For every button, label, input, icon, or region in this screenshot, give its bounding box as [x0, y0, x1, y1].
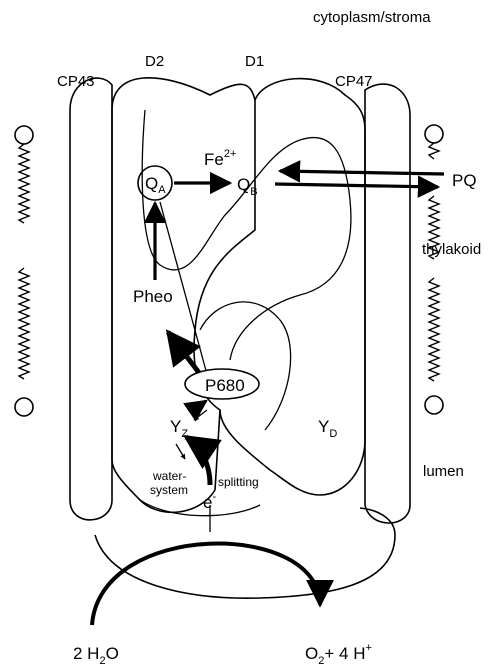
- region-label-stroma: cytoplasm/stroma: [313, 9, 431, 26]
- inner-contour-base: [140, 500, 260, 516]
- label-o2-4h: O2+ 4 H+: [305, 642, 372, 667]
- label-yz: YZ: [170, 417, 188, 440]
- region-label-lumen: lumen: [423, 463, 464, 480]
- label-cp43: CP43: [57, 73, 95, 90]
- lipid-chain-right-lower: [429, 278, 439, 381]
- label-cp47: CP47: [335, 73, 373, 90]
- lipid-head-top-right: [425, 125, 443, 143]
- lumen-base-outline: [95, 508, 395, 598]
- region-label-thylakoid: thylakoid: [422, 241, 481, 258]
- lipid-head-bottom-right: [425, 396, 443, 414]
- label-pheo: Pheo: [133, 287, 173, 306]
- arrow-qb-to-pq: [275, 184, 438, 187]
- label-h2o: 2 H2O: [73, 644, 119, 667]
- arrow-electron-to-yz: [186, 437, 210, 485]
- cp47-subunit: [365, 84, 410, 523]
- label-water: water-: [152, 469, 186, 483]
- label-fe: Fe2+: [204, 148, 236, 169]
- d1-subunit: [220, 79, 365, 495]
- inner-contour-lower: [200, 302, 291, 430]
- lipid-chain-right-upper: [429, 143, 439, 159]
- label-d1: D1: [245, 53, 264, 70]
- lipid-chain-left-lower: [19, 268, 29, 379]
- lipid-head-top-left: [15, 126, 33, 144]
- label-electron: e-: [203, 491, 216, 512]
- arrow-pq-to-qb: [280, 171, 444, 174]
- label-qa: QA: [145, 174, 166, 196]
- label-d2: D2: [145, 53, 164, 70]
- cp43-subunit: [70, 78, 112, 520]
- lipid-head-bottom-left: [15, 398, 33, 416]
- label-p680: P680: [205, 376, 245, 395]
- arrow-yz-to-p680: [190, 401, 206, 412]
- arrow-yz-to-watersystem: [176, 444, 185, 459]
- label-pq: PQ: [452, 171, 477, 190]
- lipid-chain-left-upper: [19, 144, 29, 223]
- arrow-p680-to-yz-thin: [194, 410, 207, 420]
- label-system: system: [150, 483, 188, 497]
- label-splitting: splitting: [218, 475, 259, 489]
- label-yd: YD: [318, 417, 337, 440]
- inner-contour-left: [142, 110, 300, 270]
- water-oxidation-arrow: [92, 544, 320, 625]
